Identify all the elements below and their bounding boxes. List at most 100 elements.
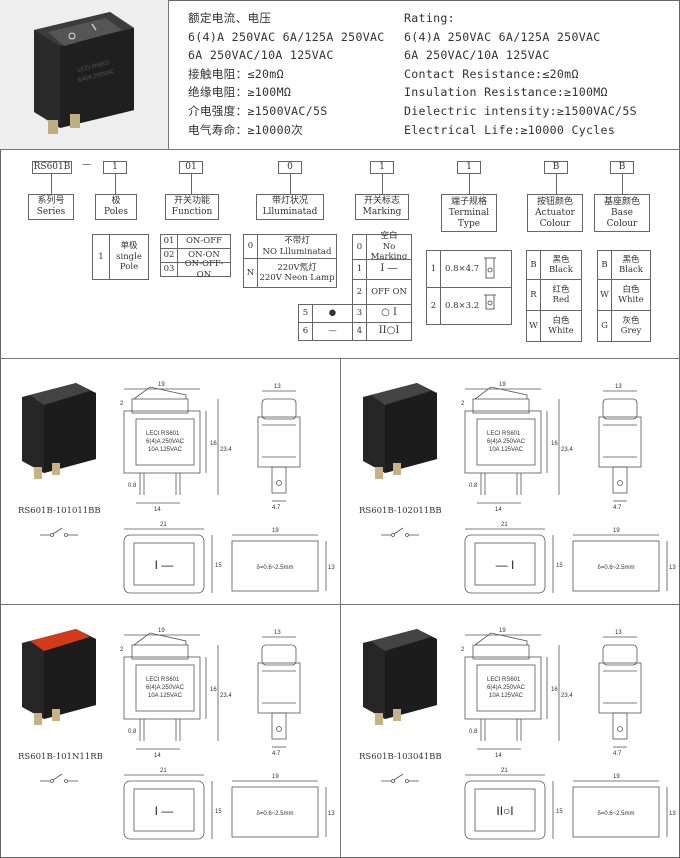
actuator-desc-0: 黑色 Black [540, 250, 582, 280]
illum-desc-1-cn: 220V氖灯 [277, 262, 317, 273]
dim-thickness: δ=0.6~2.5mm [597, 565, 634, 571]
spec-en: Rating: 6(4)A 250VAC 6A/125A 250VAC 6A 2… [404, 9, 637, 139]
marking-code-4: 4 [352, 322, 367, 341]
illum-desc-0-cn: 不带灯 [284, 236, 310, 246]
front-view [464, 386, 560, 504]
label-terminal-en2: Type [457, 219, 481, 229]
label-line1: LECI RS601 [487, 431, 521, 437]
model-panel: RS601B-101011BB 19 2 16 [0, 359, 340, 607]
model-panel: RS601B-101N11RB 19 2 16 [0, 605, 340, 853]
actuator-desc-1-en: Red [552, 295, 570, 305]
base-desc-0: 黑色 Black [611, 250, 651, 280]
base-desc-0-en: Black [619, 265, 643, 275]
code-series: RS601B [32, 161, 72, 174]
model-name: RS601B-101N11RB [18, 752, 103, 762]
marking-desc-5: ● [312, 304, 353, 323]
base-desc-1-cn: 白色 [622, 284, 640, 295]
marking-desc-6: — [312, 322, 353, 341]
label-line2: 6(4)A 250VAC [487, 685, 526, 691]
dim-width: 19 [499, 382, 506, 388]
dim-terminal: 0.8 [469, 483, 478, 489]
marking-code-5: 5 [298, 304, 313, 323]
dim-side-width: 13 [615, 384, 622, 390]
face-marking: I ― [155, 558, 174, 572]
base-desc-2-en: Grey [620, 326, 642, 336]
label-line1: LECI RS601 [146, 677, 180, 683]
label-series-cn: 系列号 [37, 196, 65, 206]
panel-cutout [231, 534, 327, 592]
model-photo [22, 629, 96, 725]
actuator-desc-2: 白色 White [540, 310, 582, 342]
label-marking-cn: 开关标志 [363, 196, 400, 206]
spec-en-6: Electrical Life:≥10000 Cycles [404, 122, 616, 137]
dim-face-width: 21 [160, 768, 167, 774]
dim-total-height: 23.4 [561, 447, 573, 453]
face-view [123, 774, 213, 840]
base-desc-0-cn: 黑色 [622, 254, 640, 265]
dim-two: 2 [461, 647, 465, 653]
dim-terminal: 0.8 [128, 483, 137, 489]
terminal-code-1: 2 [426, 287, 441, 325]
side-view [598, 390, 642, 502]
spec-en-1: 6(4)A 250VAC 6A/125A 250VAC [404, 29, 601, 44]
product-photo: LECI RS601 6(4)A 250VAC [34, 12, 134, 134]
spec-en-2: 6A 250VAC/10A 125VAC [404, 48, 550, 63]
label-actuator: 按钮颜色 Actuator Colour [527, 194, 583, 232]
model-panel: RS601B-103041BB 19 2 16 [341, 605, 680, 853]
dim-total-height: 23.4 [220, 447, 232, 453]
code-actuator: B [544, 161, 568, 174]
side-view [598, 636, 642, 748]
dim-cutout-width: 19 [613, 774, 620, 780]
code-poles: 1 [103, 161, 127, 174]
connector [382, 174, 383, 194]
dim-terminal: 0.8 [469, 729, 478, 735]
label-poles: 极 Poles [95, 194, 137, 220]
dim-face-height: 15 [215, 809, 222, 815]
dim-cutout-height: 13 [328, 811, 335, 817]
label-line3: 10A 125VAC [489, 447, 524, 453]
label-line2: 6(4)A 250VAC [146, 685, 185, 691]
base-desc-2-cn: 灰色 [622, 315, 640, 326]
schematic-icon [381, 773, 419, 783]
marking-desc-3: ○ I [366, 304, 412, 323]
model-drawing: RS601B-103041BB 19 2 16 [359, 628, 676, 840]
actuator-desc-0-en: Black [549, 265, 573, 275]
dim-two: 2 [120, 401, 124, 407]
actuator-desc-1: 红色 Red [540, 279, 582, 311]
model-drawing: RS601B-102011BB 19 2 16 [359, 382, 676, 594]
dim-tab: 4.7 [272, 505, 281, 511]
dim-face-width: 21 [501, 768, 508, 774]
terminal-code-0: 1 [426, 250, 441, 288]
dim-cutout-width: 19 [272, 528, 279, 534]
dim-tab: 4.7 [613, 505, 622, 511]
dim-side-width: 13 [615, 630, 622, 636]
terminal-desc-1: 0.8×3.2 [440, 287, 512, 325]
terminal-pin-icon [484, 257, 497, 279]
face-marking: II○I [496, 804, 513, 818]
spec-en-0: Rating: [404, 11, 455, 25]
actuator-code-2: W [526, 310, 541, 342]
side-view [257, 636, 301, 748]
spec-cn-0: 额定电流、电压 [188, 11, 272, 25]
base-code-0: B [597, 250, 612, 280]
model-photo [22, 383, 96, 479]
terminal-desc-1-text: 0.8×3.2 [445, 300, 480, 311]
connector [191, 174, 192, 194]
marking-desc-1: I ― [366, 259, 412, 280]
face-marking: ― I [496, 558, 515, 572]
spec-en-3: Contact Resistance:≤20mΩ [404, 66, 579, 81]
dim-face-width: 21 [160, 522, 167, 528]
illum-code-1: N [243, 258, 258, 288]
illum-desc-0: 不带灯 NO Llluminatad [257, 234, 337, 259]
label-line3: 10A 125VAC [148, 693, 183, 699]
base-desc-1-en: White [618, 295, 644, 305]
model-drawing: RS601B-101N11RB 19 2 16 [18, 628, 335, 840]
divider-models-v [340, 358, 341, 858]
divider-photo [168, 0, 169, 149]
panel-cutout [572, 534, 668, 592]
code-function: 01 [179, 161, 203, 174]
actuator-desc-1-cn: 红色 [552, 284, 570, 295]
label-poles-en: Poles [104, 207, 128, 217]
face-view [464, 528, 554, 594]
label-base-cn: 基座颜色 [603, 197, 640, 207]
